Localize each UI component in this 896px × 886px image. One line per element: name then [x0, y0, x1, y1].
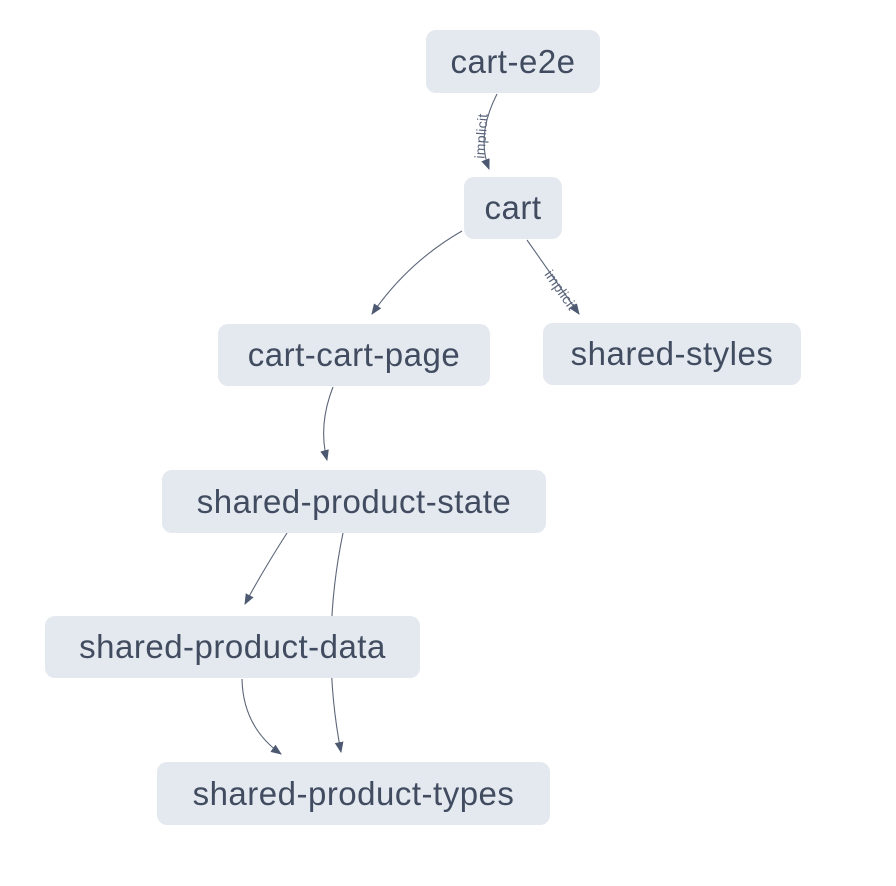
edge-shared-product-data-to-shared-product-types — [241, 678, 282, 755]
edge-cart-cart-page-to-shared-product-state — [320, 386, 334, 462]
node-cart-e2e[interactable]: cart-e2e — [426, 30, 600, 93]
edge-cart-e2e-to-cart — [481, 93, 498, 171]
node-shared-product-state[interactable]: shared-product-state — [162, 470, 546, 533]
node-shared-styles[interactable]: shared-styles — [543, 323, 801, 385]
node-shared-product-data[interactable]: shared-product-data — [45, 616, 420, 678]
node-shared-product-types[interactable]: shared-product-types — [157, 762, 550, 825]
edge-cart-to-cart-cart-page — [371, 230, 463, 315]
node-cart-cart-page[interactable]: cart-cart-page — [218, 324, 490, 386]
edge-shared-product-state-to-shared-product-data — [244, 532, 288, 605]
node-cart[interactable]: cart — [464, 177, 562, 239]
edge-cart-to-shared-styles — [526, 239, 580, 315]
